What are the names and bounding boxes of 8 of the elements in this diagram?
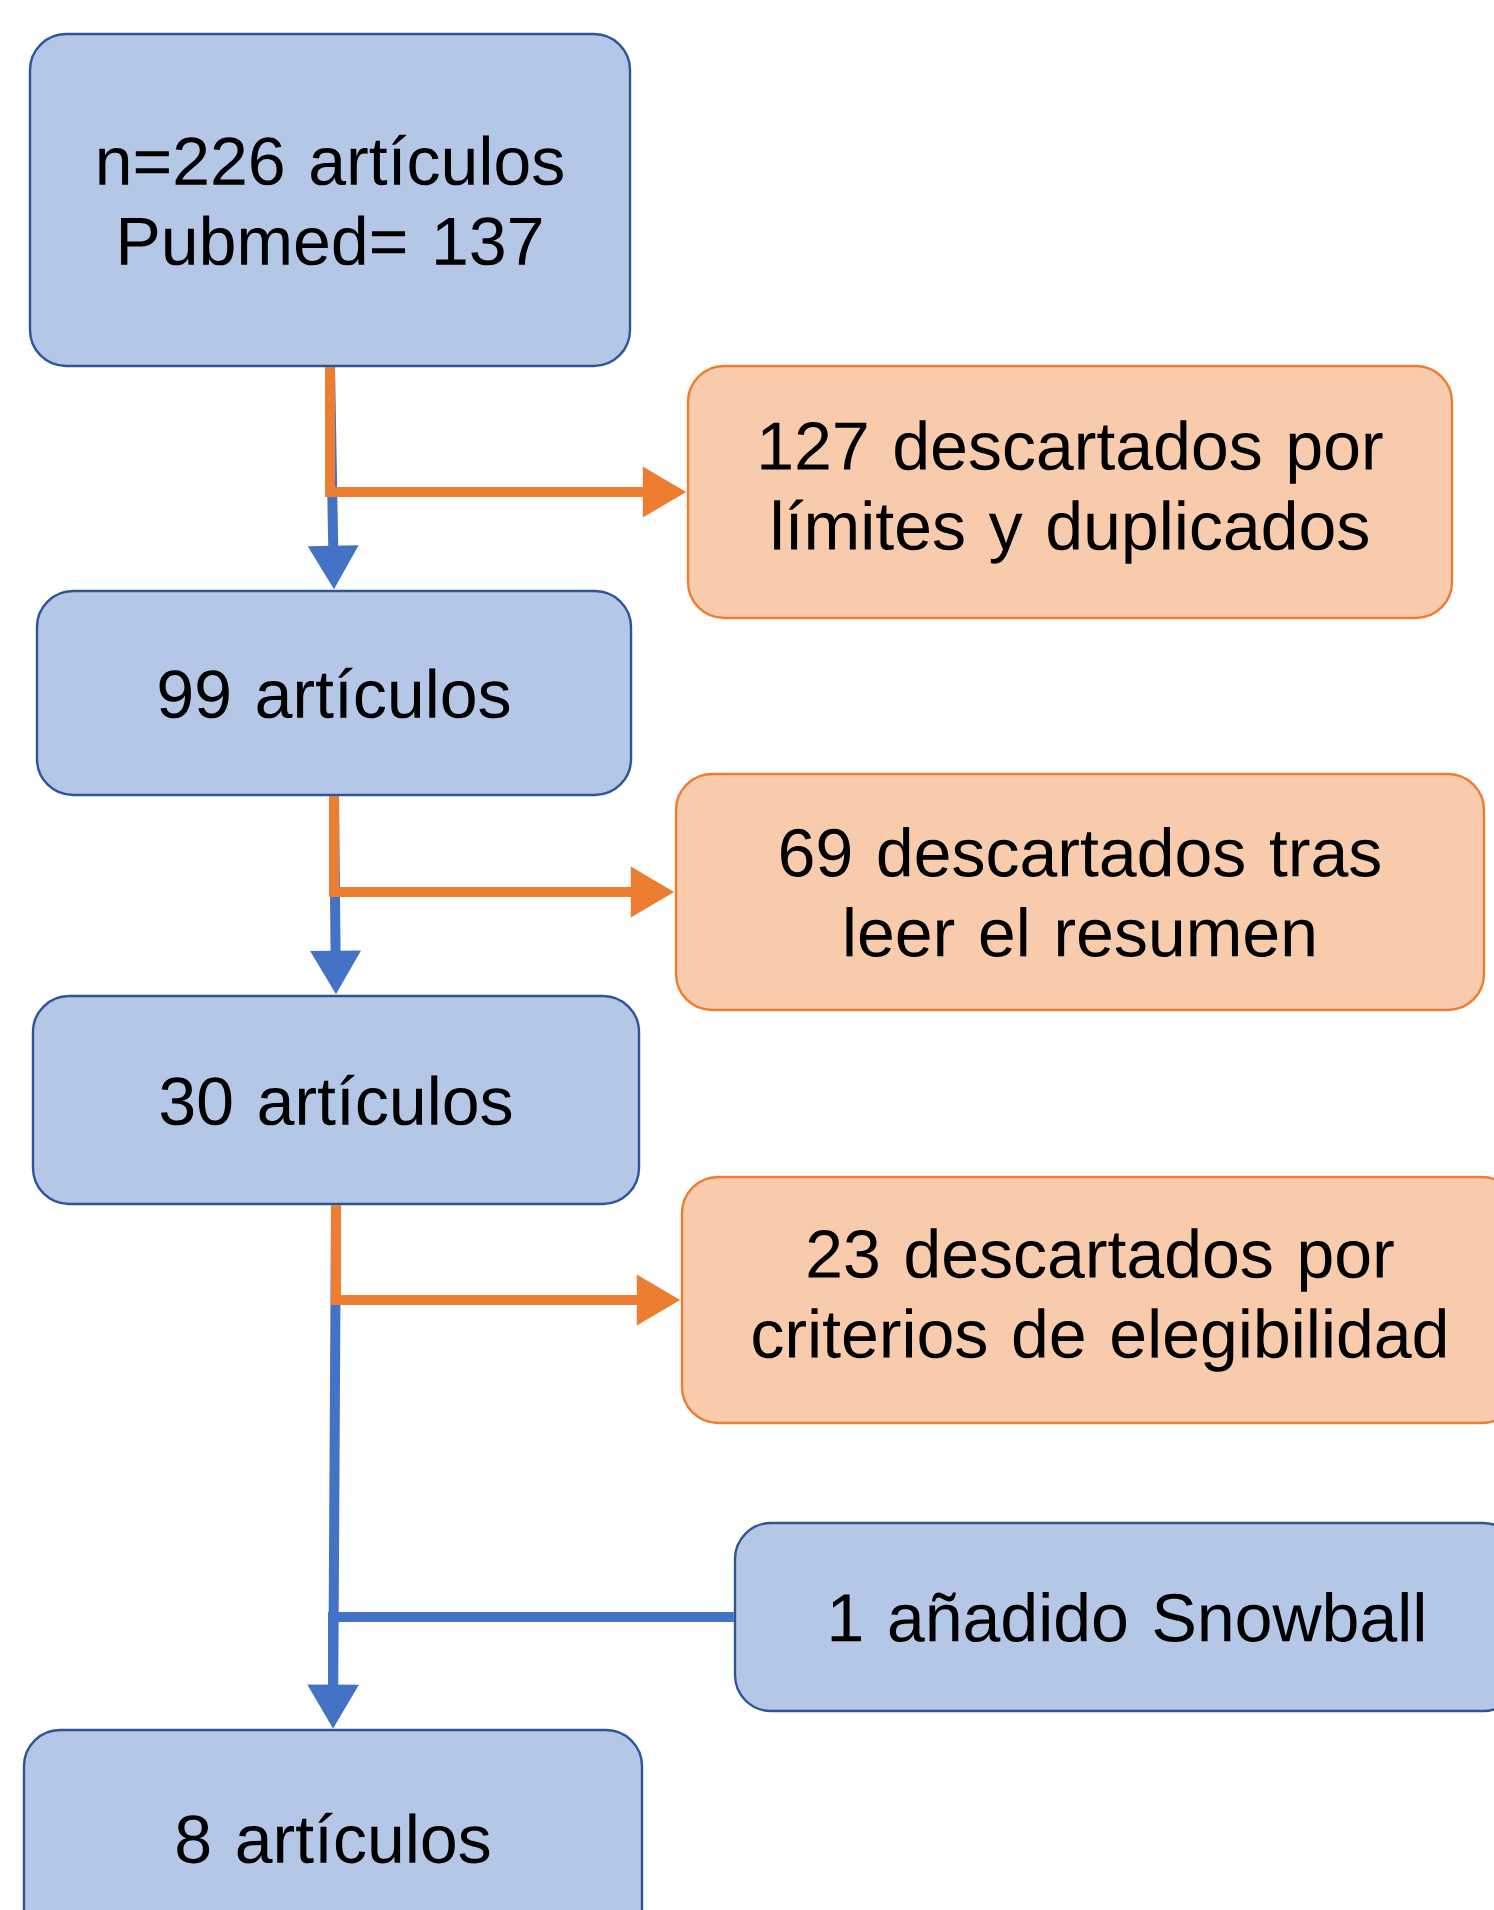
flow-box: n=226 artículos Pubmed= 137 xyxy=(28,32,632,368)
exclusion-box: 23 descartados por criterios de elegibilidad xyxy=(680,1175,1494,1425)
exclusion-box: 127 descartados por límites y duplicados xyxy=(686,364,1454,620)
flow-box: 1 añadido Snowball xyxy=(733,1521,1494,1713)
flow-box: 30 artículos xyxy=(31,994,641,1206)
exclusion-box: 69 descartados tras leer el resumen xyxy=(674,772,1486,1012)
flow-box: 8 artículos xyxy=(22,1728,644,1910)
flow-box: 99 artículos xyxy=(35,589,633,797)
